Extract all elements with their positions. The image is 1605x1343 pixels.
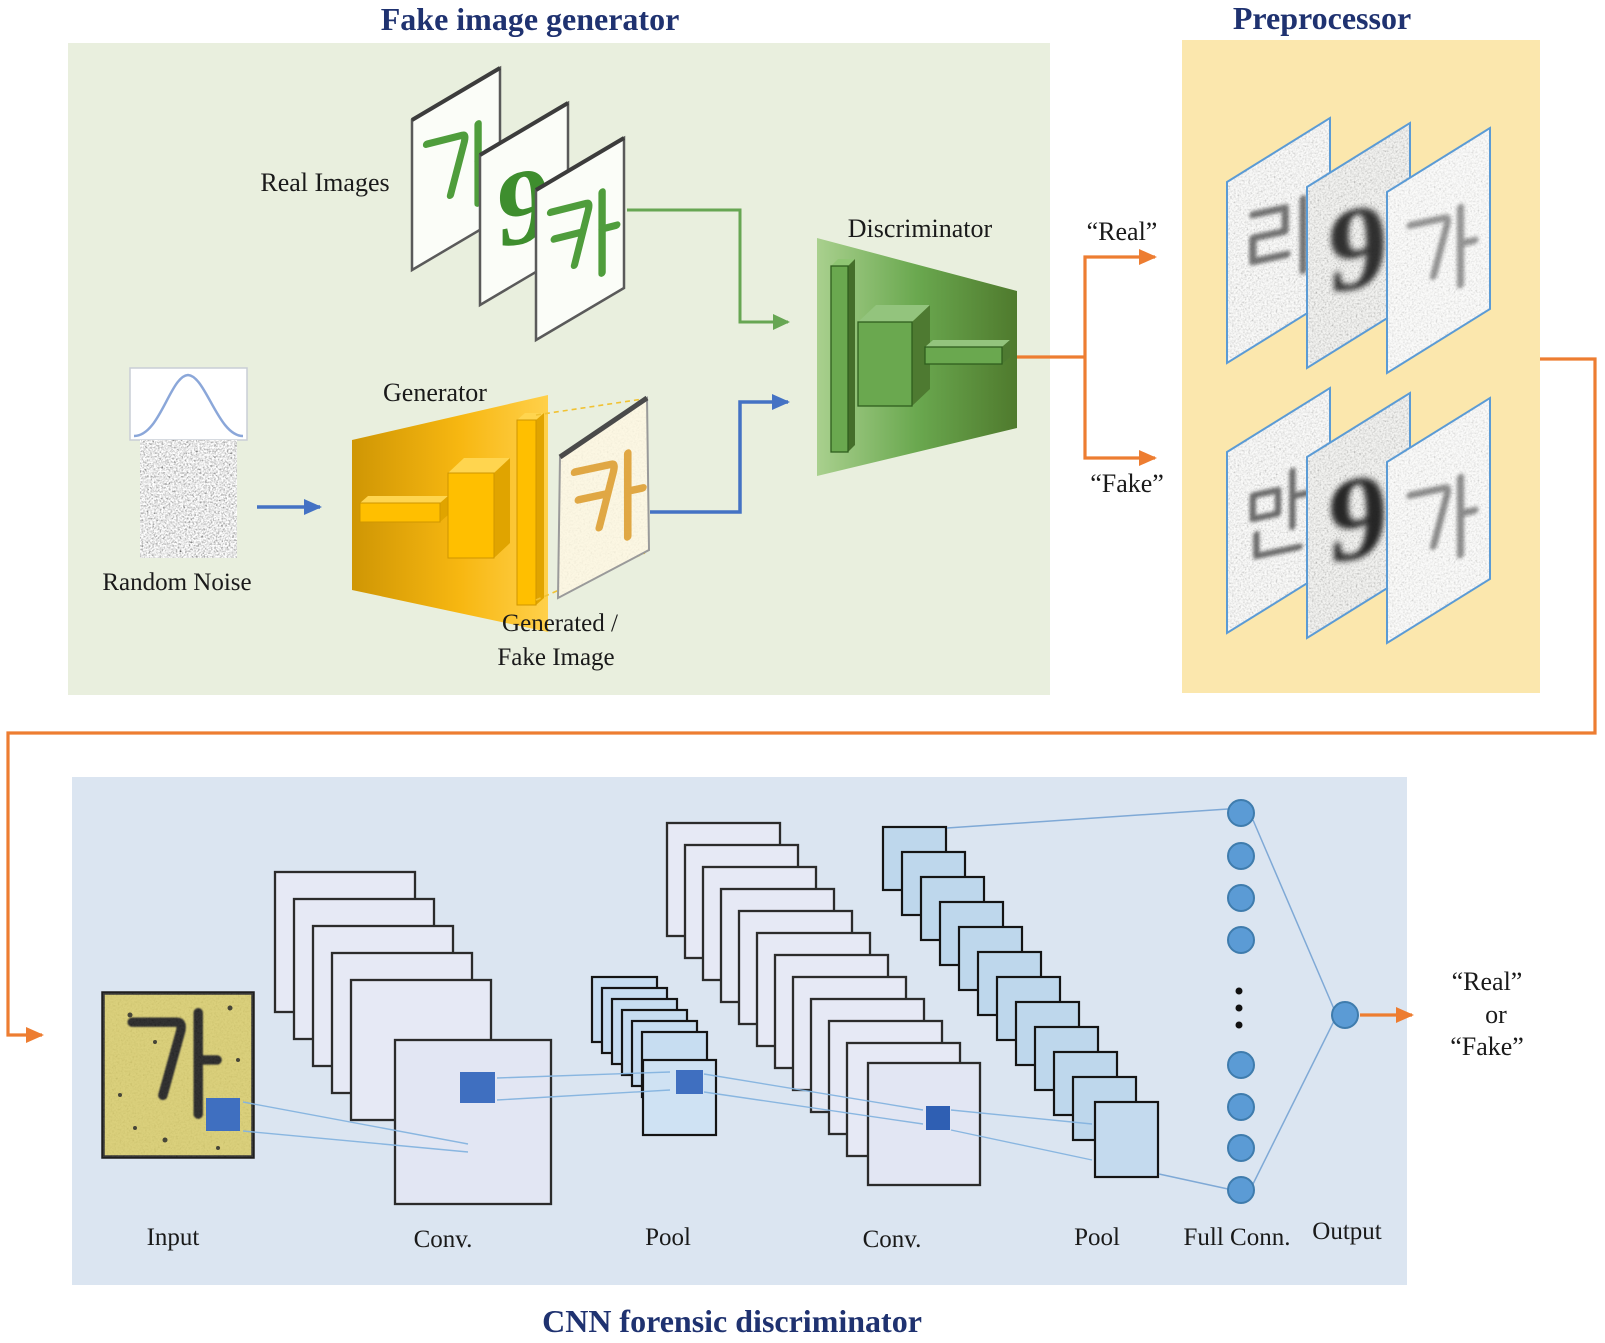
gaussian-plot — [129, 367, 248, 441]
random-noise-widget — [129, 367, 248, 558]
pool2-label: Pool — [1074, 1224, 1120, 1251]
generator-panel-title: Fake image generator — [381, 1, 680, 37]
preprocessed-real-cards: 9 — [1226, 116, 1491, 375]
output-neuron — [1331, 1001, 1359, 1029]
fake-branch-label: “Fake” — [1090, 469, 1164, 498]
conv1-kernel — [460, 1072, 495, 1103]
projection-dashed-lines — [535, 398, 646, 601]
real-image-card — [534, 135, 626, 343]
random-noise-label: Random Noise — [102, 569, 251, 596]
full-conn-neurons — [1227, 799, 1255, 1204]
fake-branch-arrow — [1083, 357, 1157, 466]
fc-wiring-lines — [946, 808, 1335, 1190]
svg-text:9: 9 — [1328, 177, 1388, 321]
generator-label: Generator — [383, 378, 487, 407]
preprocessor-to-cnn-connector — [6, 357, 1597, 1043]
pool1-label: Pool — [645, 1224, 691, 1251]
cnn-input-image — [101, 991, 255, 1159]
input-label: Input — [147, 1224, 200, 1251]
svg-text:9: 9 — [1328, 447, 1388, 591]
gaussian-curve — [133, 373, 244, 438]
discriminator-output-connector — [1017, 249, 1157, 466]
result-fake-label: “Fake” — [1450, 1032, 1524, 1061]
real-branch-arrow — [1083, 249, 1157, 357]
pool1-stack — [590, 975, 718, 1137]
fc-ellipsis-dots — [1235, 987, 1243, 1029]
real-images-label: Real Images — [260, 168, 389, 197]
real-to-discriminator-arrow — [627, 208, 790, 330]
conv1-front-map — [393, 1038, 553, 1206]
real-image-card — [410, 65, 502, 273]
generated-label-line2: Fake Image — [497, 644, 614, 671]
conv2-front-map — [866, 1061, 982, 1187]
noise-block — [140, 440, 237, 558]
result-real-label: “Real” — [1452, 967, 1523, 996]
preprocessor-panel-title: Preprocessor — [1233, 0, 1411, 36]
discriminator-label: Discriminator — [848, 214, 993, 243]
conv1-label: Conv. — [414, 1226, 473, 1253]
result-or-label: or — [1485, 1000, 1507, 1029]
pool2-stack — [881, 825, 1160, 1179]
generator-block — [352, 395, 548, 632]
generated-label-line1: Generated / — [502, 610, 618, 637]
receptive-field-lines — [242, 1071, 1093, 1161]
real-branch-label: “Real” — [1087, 217, 1158, 246]
conv1-stack — [273, 870, 553, 1206]
pool1-kernel — [676, 1070, 703, 1094]
full-conn-label: Full Conn. — [1184, 1224, 1291, 1251]
pool2-front-map — [1093, 1100, 1160, 1179]
cnn-panel-title: CNN forensic discriminator — [542, 1303, 922, 1339]
conv2-kernel — [926, 1106, 950, 1130]
preprocessed-fake-cards: 9 — [1226, 386, 1491, 645]
discriminator-block — [817, 238, 1017, 476]
output-label: Output — [1312, 1218, 1382, 1245]
real-image-cards: 9 — [410, 65, 626, 343]
fake-to-discriminator-arrow — [650, 394, 790, 514]
conv2-label: Conv. — [863, 1226, 922, 1253]
conv2-stack — [665, 821, 982, 1187]
input-kernel — [206, 1098, 240, 1131]
